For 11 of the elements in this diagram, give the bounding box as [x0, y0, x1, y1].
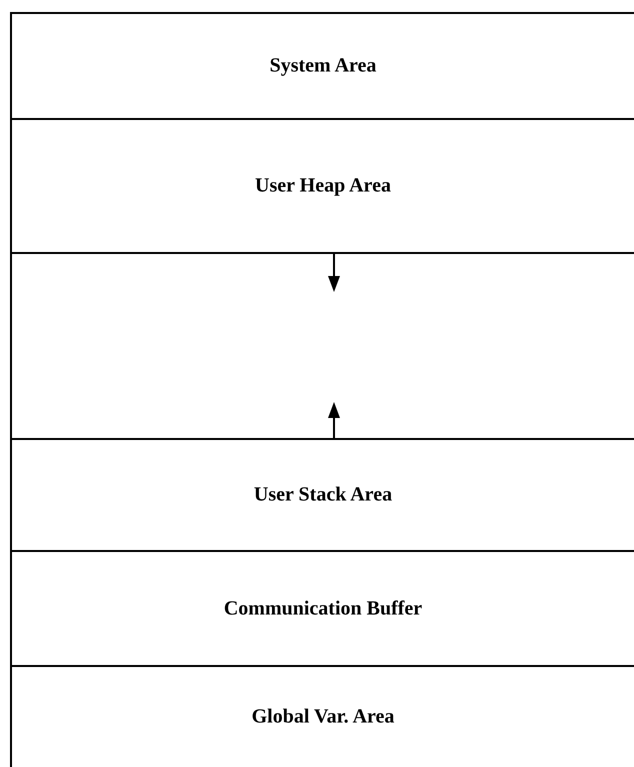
area-label: Global Var. Area: [252, 706, 394, 728]
area-label: User Stack Area: [254, 484, 392, 506]
area-label: User Heap Area: [255, 174, 391, 198]
memory-area-band: [10, 550, 634, 665]
memory-area-band: [10, 665, 634, 767]
area-label: System Area: [270, 54, 376, 78]
memory-area-band: [10, 118, 634, 252]
area-label: Communication Buffer: [224, 597, 422, 620]
free-space-band: [10, 252, 634, 438]
memory-area-band: [10, 438, 634, 550]
memory-area-band: [10, 12, 634, 118]
